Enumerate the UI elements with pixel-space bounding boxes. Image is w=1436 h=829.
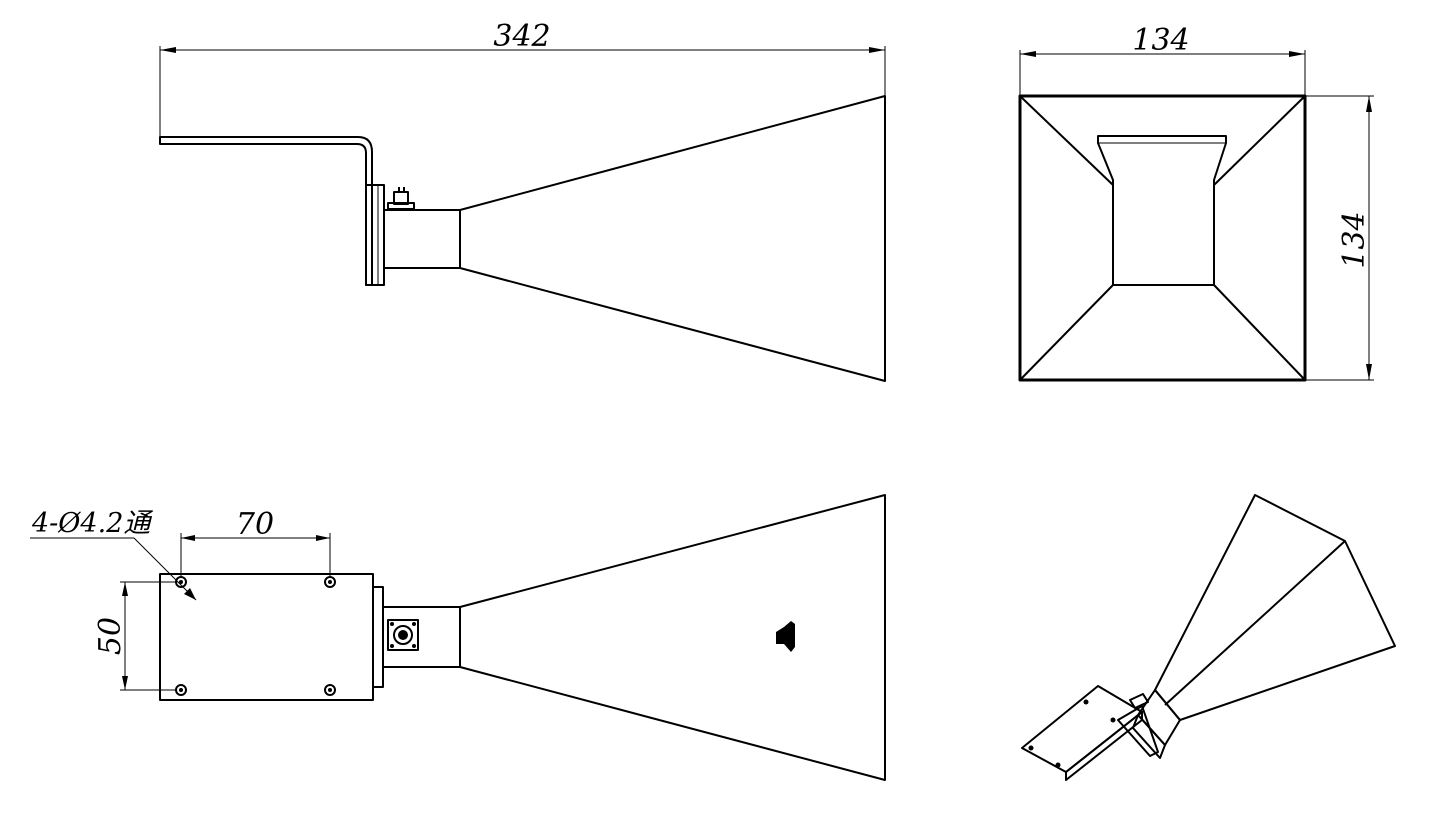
mounting-holes [175, 576, 336, 696]
aperture-outline [1018, 94, 1307, 382]
horn-iso-outline [1154, 494, 1396, 721]
horn-side [459, 95, 886, 382]
isometric-view [1021, 494, 1396, 781]
side-view: 342 [159, 19, 886, 382]
label-mark [776, 621, 795, 652]
dimension-hole-spacing-y [120, 581, 176, 691]
dimension-overall-length [159, 46, 886, 137]
dimension-label-50: 50 [93, 617, 128, 655]
dimension-front-width [1019, 50, 1306, 96]
dimension-hole-spacing-x [180, 533, 331, 576]
connector-flange [387, 619, 419, 651]
dimension-label-134-width: 134 [1132, 23, 1189, 58]
throat-outline [1097, 135, 1227, 286]
dimension-label-134-height: 134 [1337, 211, 1372, 268]
hole-callout-label: 4-Ø4.2通 [31, 508, 153, 539]
dimension-front-height [1305, 95, 1374, 381]
adapter-body [383, 209, 461, 269]
adapter-body-top [382, 606, 461, 668]
hole-callout-leader [30, 537, 197, 601]
dimension-label-70: 70 [236, 507, 274, 542]
mounting-bracket [159, 136, 385, 286]
dimension-label-342: 342 [493, 19, 550, 54]
front-view: 134 134 [1018, 23, 1374, 382]
horn-top [459, 494, 886, 781]
top-view: 70 50 4-Ø4.2通 [30, 494, 886, 781]
sma-connector [387, 187, 415, 210]
